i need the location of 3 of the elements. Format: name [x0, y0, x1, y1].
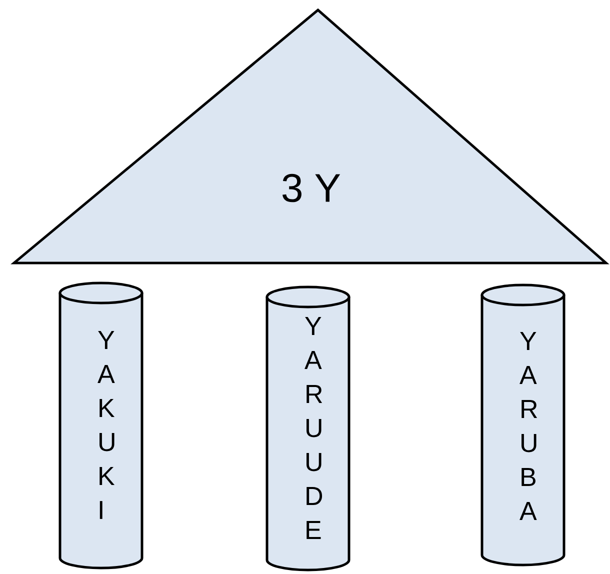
pillar-cylinder: YARUUDE: [266, 286, 350, 572]
pillar-cylinder: YAKUKI: [58, 282, 144, 570]
pillar-cylinder: YARUBA: [480, 284, 566, 566]
